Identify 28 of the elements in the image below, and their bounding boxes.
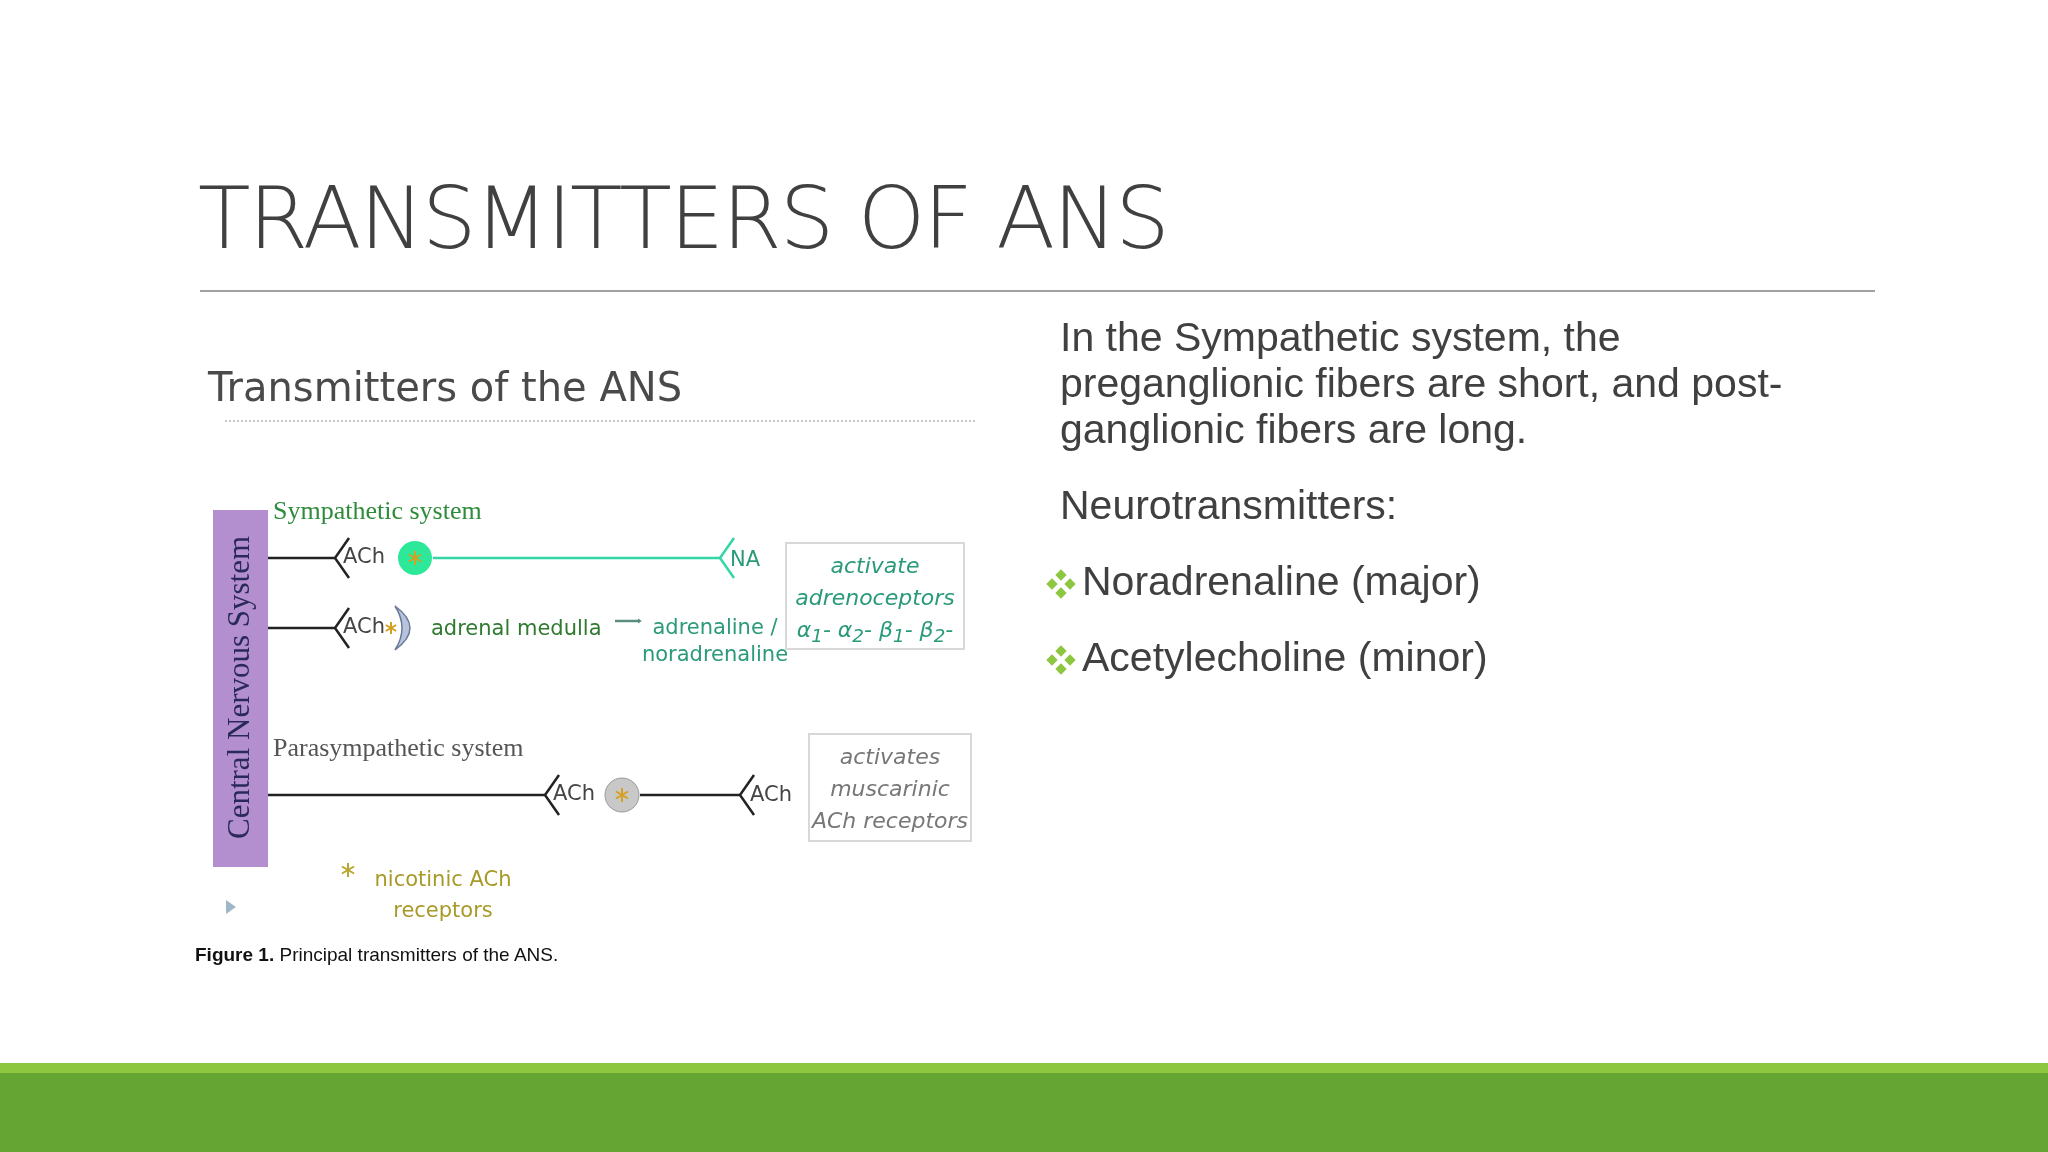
body-text: In the Sympathetic system, the preganglionic fibers are short, and post-ganglionic fibers are long. — [1060, 314, 1784, 452]
nerve-fiber — [268, 773, 561, 817]
body-text: Neurotransmitters: — [1060, 482, 1398, 529]
figure-caption: Figure 1. Principal transmitters of the ANS. — [195, 944, 559, 966]
transmitter-label: ACh — [553, 781, 595, 805]
transmitter-label: ACh — [750, 781, 792, 808]
hormone-label: adrenaline / noradrenaline — [640, 614, 790, 668]
nerve-fiber — [268, 606, 351, 650]
box-text: activates muscarinic ACh receptors — [810, 743, 970, 835]
nerve-fiber — [433, 536, 736, 580]
transmitter-label: NA — [730, 546, 761, 573]
bullet-text: Noradrenaline (major) — [1082, 558, 1481, 605]
slide-title: TRANSMITTERS OF ANS — [198, 168, 1168, 268]
nerve-fiber — [268, 536, 351, 580]
nervous-system-bar — [213, 510, 268, 867]
transmitter-label: ACh — [343, 614, 385, 638]
section-label: Parasympathetic system — [273, 733, 524, 763]
legend-text: nicotinic ACh receptors — [373, 866, 513, 924]
info-box — [785, 542, 965, 650]
bullet-text: Acetylecholine (minor) — [1082, 634, 1488, 681]
nerve-fiber — [640, 773, 756, 817]
section-label: Sympathetic system — [273, 496, 482, 526]
info-box — [808, 733, 972, 842]
figure-heading: Transmitters of the ANS — [208, 364, 683, 410]
organ-label: adrenal medulla — [431, 616, 602, 640]
box-text: α$_{1}$- α$_{2}$- β$_{1}$- β$_{2}$- — [795, 616, 955, 649]
vertical-label: Central Nervous System — [221, 534, 257, 841]
transmitter-label: ACh — [343, 544, 385, 568]
